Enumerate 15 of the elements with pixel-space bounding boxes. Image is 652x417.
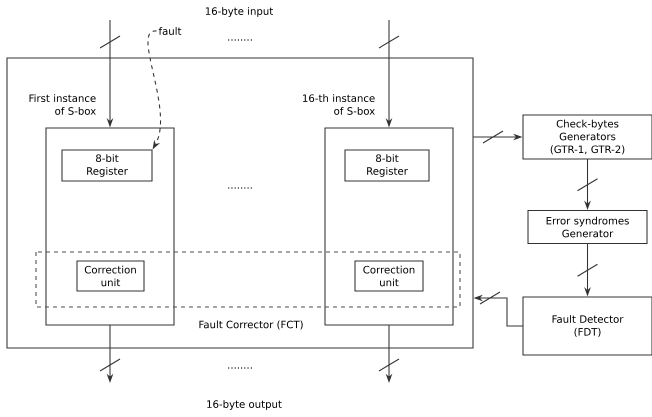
text-label: ........: [228, 367, 252, 369]
register-box: 8-bit Register: [344, 149, 430, 182]
register-box: 8-bit Register: [61, 149, 153, 182]
correction-unit-box: Correction unit: [354, 260, 424, 292]
module-box: Error syndromes Generator: [527, 210, 648, 244]
node-label: First instance of S-box: [30, 94, 96, 115]
correction-unit-box: Correction unit: [76, 260, 145, 292]
text-label: 16-byte output: [207, 400, 282, 410]
module-box: Fault Detector (FDT): [522, 296, 652, 356]
text-label: 16-byte input: [206, 7, 273, 17]
node-label: 16-th instance of S-box: [303, 94, 375, 115]
text-label: ........: [228, 187, 252, 189]
text-label: ........: [228, 39, 252, 41]
module-box: Check-bytes Generators (GTR-1, GTR-2): [522, 114, 652, 160]
fault-label: fault: [158, 27, 182, 35]
